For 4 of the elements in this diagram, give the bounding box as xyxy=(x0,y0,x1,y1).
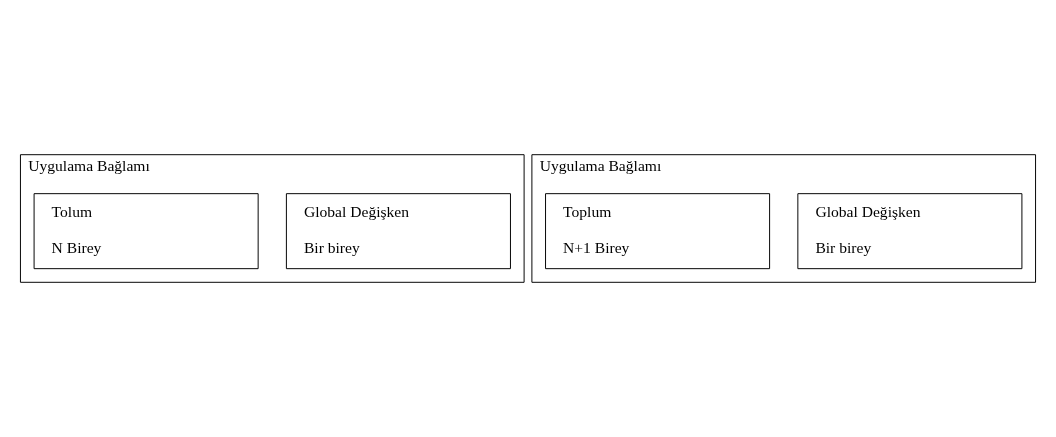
node-box: Global Değişken Bir birey xyxy=(285,193,511,270)
node-box: Global Değişken Bir birey xyxy=(797,193,1023,270)
node-box: Tolum N Birey xyxy=(33,193,259,270)
node-box: Toplum N+1 Birey xyxy=(545,193,771,270)
